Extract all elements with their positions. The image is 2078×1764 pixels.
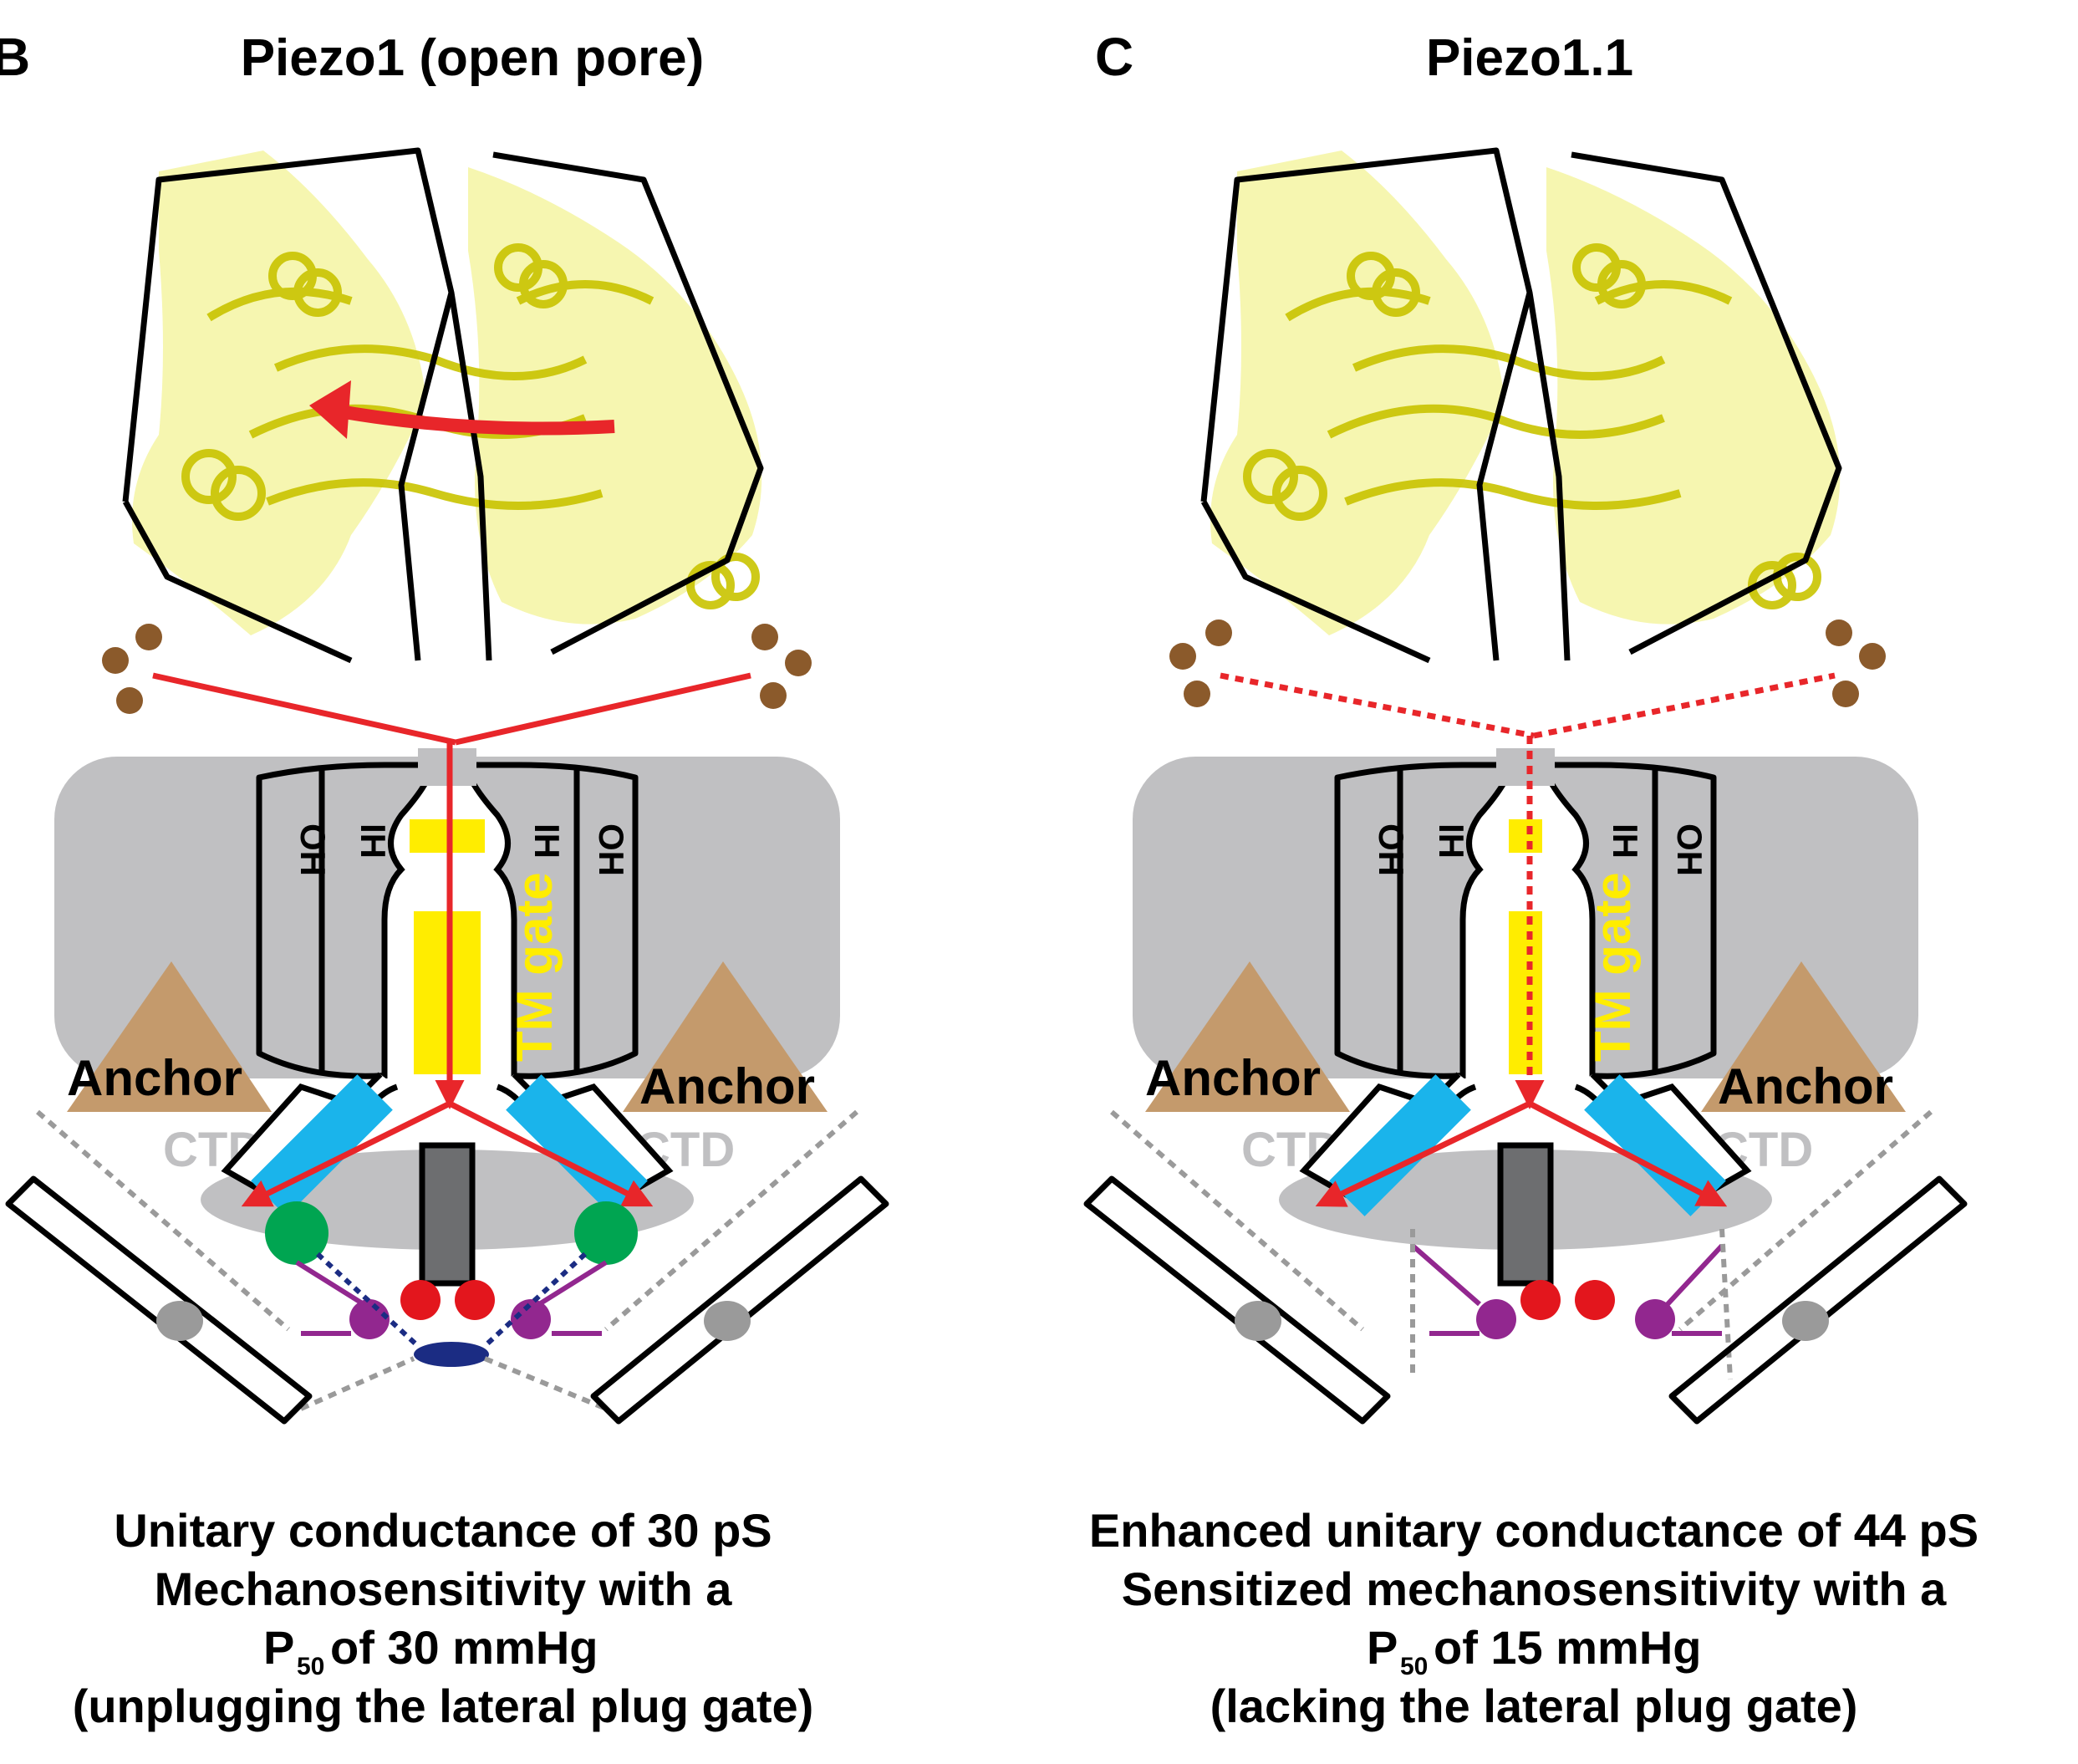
caption-subscript: 50 (1400, 1653, 1428, 1680)
cap-protein-left (132, 150, 426, 635)
bead (1859, 643, 1886, 670)
rotation-arrowhead (309, 380, 351, 439)
rotation-arrow (329, 403, 615, 436)
helix-label: IH (1606, 823, 1645, 859)
helix-label: OH (1670, 823, 1709, 876)
force-arrows (1220, 672, 1836, 1109)
bead (116, 687, 143, 714)
purple-residue (1635, 1299, 1675, 1339)
purple-residue (1476, 1299, 1516, 1339)
caption-p: P (263, 1621, 294, 1674)
caption-line: (lacking the lateral plug gate) (1210, 1680, 1858, 1732)
purple-residue (349, 1299, 390, 1339)
gate-label: TM gate (1585, 872, 1641, 1062)
bead (751, 624, 778, 650)
caption-line: of 30 mmHg (330, 1621, 598, 1674)
red-residue (1520, 1280, 1561, 1320)
red-residue (1575, 1280, 1615, 1320)
beam-right (506, 1074, 648, 1216)
gate-constriction (1509, 819, 1542, 853)
gate-label: TM gate (507, 872, 563, 1062)
pore-cap (1496, 748, 1555, 786)
bead (102, 647, 129, 674)
caption-line: (unplugging the lateral plug gate) (73, 1680, 814, 1732)
anchor-left (67, 961, 272, 1112)
anchor-left (1145, 961, 1350, 1112)
beam-left (251, 1074, 393, 1216)
cap-protein-right (468, 167, 762, 625)
bead (135, 624, 162, 650)
bead (1169, 643, 1196, 670)
caption-line: Enhanced unitary conductance of 44 pS (1089, 1504, 1979, 1557)
caption-subscript: 50 (297, 1653, 324, 1680)
helix-label: OH (1372, 823, 1411, 876)
bead (1184, 681, 1210, 707)
caption-line: Unitary conductance of 30 pS (114, 1504, 772, 1557)
green-domain (574, 1201, 638, 1265)
cap-domain (122, 147, 764, 664)
caption: Enhanced unitary conductance of 44 pS Se… (1089, 1504, 1979, 1732)
lateral-plug (414, 1342, 489, 1367)
anchor-label: Anchor (1145, 1050, 1321, 1106)
panel-c: C Piezo1.1 (1083, 27, 1979, 1732)
central-stalk (1497, 1142, 1554, 1287)
bead (1826, 619, 1852, 646)
bead (1205, 619, 1232, 646)
bead (1832, 681, 1859, 707)
panel-letter: C (1095, 27, 1133, 87)
helix-label: OH (592, 823, 631, 876)
anchor-right (1701, 961, 1906, 1112)
caption-line: of 15 mmHg (1434, 1621, 1702, 1674)
force-arrows (152, 672, 751, 1207)
helix-label: IH (1432, 823, 1471, 859)
cap-domain (1200, 147, 1842, 664)
beam-right (1584, 1074, 1726, 1216)
panel-title: Piezo1.1 (1426, 29, 1633, 87)
panel-b: B Piezo1 (open pore) (0, 27, 889, 1732)
helix-label: OH (293, 823, 333, 876)
tm-gate (1509, 911, 1542, 1074)
caption: Unitary conductance of 30 pS Mechanosens… (73, 1504, 814, 1732)
panel-letter: B (0, 27, 30, 87)
caption-line: Sensitized mechanosensitivity with a (1122, 1563, 1947, 1615)
anchor-label: Anchor (639, 1058, 815, 1114)
caption-line: Mechanosensitivity with a (155, 1563, 733, 1615)
panel-title: Piezo1 (open pore) (241, 29, 705, 87)
purple-residue (511, 1299, 551, 1339)
red-residue (455, 1280, 495, 1320)
bead (785, 650, 812, 676)
beads (102, 624, 812, 714)
red-residue (400, 1280, 441, 1320)
central-stalk (419, 1142, 476, 1287)
anchor-right (623, 961, 828, 1112)
helix-label: IH (354, 823, 393, 859)
anchor-label: Anchor (67, 1050, 242, 1106)
anchor-label: Anchor (1718, 1058, 1893, 1114)
bead (760, 682, 787, 709)
helix-label: IH (527, 823, 567, 859)
beads (1169, 619, 1886, 707)
caption-p: P (1367, 1621, 1398, 1674)
green-domain (265, 1201, 329, 1265)
